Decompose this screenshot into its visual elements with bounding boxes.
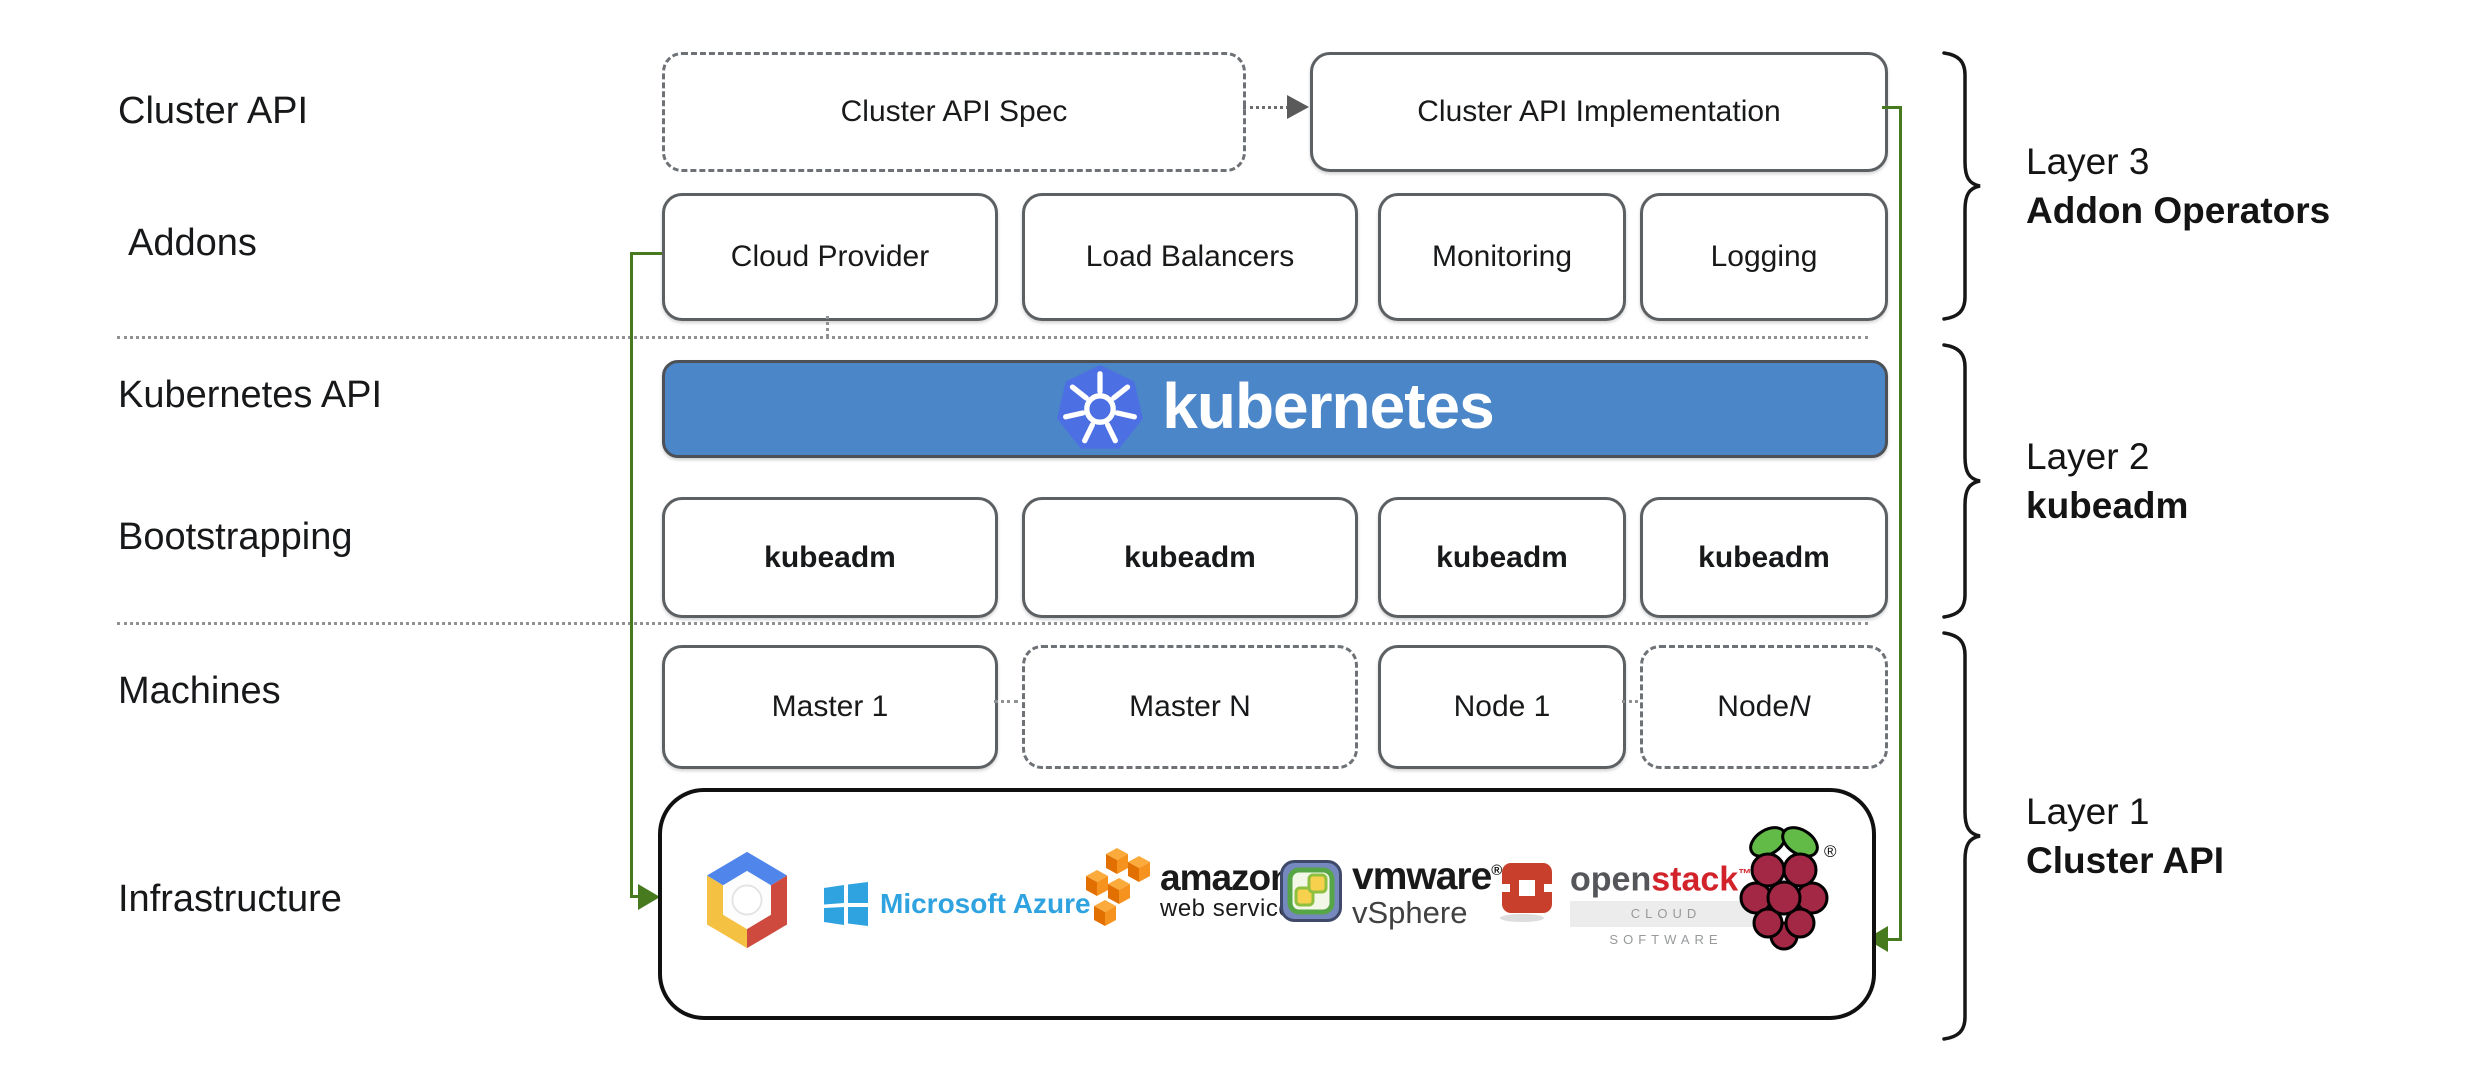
layer-3-annotation: Layer 3 Addon Operators <box>2026 137 2330 235</box>
separator-layer3-layer2 <box>117 336 1868 339</box>
kubernetes-wordmark: kubernetes <box>1162 370 1494 442</box>
green-connector-left-vertical <box>630 252 633 898</box>
aws-logo: amazon web services <box>1086 848 1305 932</box>
microsoft-azure-logo: Microsoft Azure <box>824 882 1091 926</box>
vmware-label: vmware <box>1352 855 1492 898</box>
green-connector-right-bottom <box>1888 938 1902 941</box>
vmware-vsphere-logo: vmware® vSphere <box>1280 852 1502 930</box>
green-connector-right-stub <box>1882 106 1902 109</box>
spec-to-impl-arrowhead <box>1287 95 1309 119</box>
cloud-provider-to-kubernetes-connector <box>826 316 829 337</box>
cluster-api-spec-box: Cluster API Spec <box>662 52 1246 172</box>
layer-1-subtitle: Cluster API <box>2026 840 2225 881</box>
addon-box-logging: Logging <box>1640 193 1888 321</box>
openstack-label-stack: stack <box>1651 860 1739 899</box>
machine-label: Node 1 <box>1453 690 1551 723</box>
microsoft-window-icon <box>824 882 868 926</box>
vmware-reg-mark: ® <box>1491 862 1502 879</box>
layer-1-annotation: Layer 1 Cluster API <box>2026 787 2224 885</box>
layer-3-bracket <box>1942 51 1981 321</box>
kubeadm-box-1: kubeadm <box>662 497 998 618</box>
row-label-bootstrapping: Bootstrapping <box>118 516 353 558</box>
google-cloud-logo <box>700 850 794 950</box>
machine-label: Master 1 <box>771 690 889 723</box>
cluster-api-implementation-box: Cluster API Implementation <box>1310 52 1888 172</box>
layer-3-subtitle: Addon Operators <box>2026 190 2331 231</box>
master1-to-masterN-connector <box>994 700 1018 703</box>
addon-box-load-balancers: Load Balancers <box>1022 193 1358 321</box>
machine-box-node-1: Node 1 <box>1378 645 1626 769</box>
aws-cubes-icon <box>1086 848 1150 926</box>
layer-2-title: Layer 2 <box>2026 436 2150 477</box>
node1-to-nodeN-connector <box>1622 700 1638 703</box>
openstack-sublabel: CLOUD SOFTWARE <box>1570 901 1762 947</box>
machine-label-suffix: N <box>1789 690 1811 723</box>
row-label-infrastructure: Infrastructure <box>118 878 342 920</box>
kubeadm-box-3: kubeadm <box>1378 497 1626 618</box>
vmware-icon <box>1280 860 1342 922</box>
kubernetes-banner: kubernetes <box>662 360 1888 458</box>
green-connector-left-bottom <box>630 895 642 898</box>
layer-2-annotation: Layer 2 kubeadm <box>2026 432 2188 530</box>
machine-box-node-n: Node N <box>1640 645 1888 769</box>
spec-to-impl-connector <box>1243 106 1289 109</box>
separator-layer2-layer1 <box>117 622 1868 625</box>
openstack-label-open: open <box>1570 860 1652 899</box>
kubeadm-box-2: kubeadm <box>1022 497 1358 618</box>
row-label-addons: Addons <box>128 222 257 264</box>
layer-1-bracket <box>1942 631 1981 1041</box>
green-connector-left-stub <box>630 252 662 255</box>
vsphere-sublabel: vSphere <box>1352 895 1468 930</box>
machine-label: Master N <box>1129 690 1251 723</box>
raspberry-pi-reg-mark: ® <box>1824 842 1837 861</box>
openstack-tm-mark: ™ <box>1738 866 1752 881</box>
addon-box-cloud-provider: Cloud Provider <box>662 193 998 321</box>
layer-1-title: Layer 1 <box>2026 791 2150 832</box>
openstack-icon <box>1498 862 1556 922</box>
kubernetes-logo-icon <box>1057 365 1144 449</box>
machine-label: Node <box>1717 690 1790 723</box>
row-label-machines: Machines <box>118 670 281 712</box>
addon-box-monitoring: Monitoring <box>1378 193 1626 321</box>
row-label-cluster-api: Cluster API <box>118 90 309 132</box>
layer-2-bracket <box>1942 343 1981 619</box>
layer-2-subtitle: kubeadm <box>2026 485 2189 526</box>
machine-box-master-n: Master N <box>1022 645 1358 769</box>
google-cloud-hexagon-icon <box>707 851 787 949</box>
kubeadm-box-4: kubeadm <box>1640 497 1888 618</box>
row-label-kubernetes-api: Kubernetes API <box>118 374 383 416</box>
azure-label: Microsoft Azure <box>880 888 1091 919</box>
raspberry-pi-icon <box>1739 826 1829 951</box>
green-connector-right-vertical <box>1899 106 1902 941</box>
raspberry-pi-logo <box>1732 818 1836 954</box>
aws-label: amazon <box>1160 856 1293 898</box>
machine-box-master-1: Master 1 <box>662 645 998 769</box>
green-arrowhead-left <box>638 884 660 910</box>
layer-3-title: Layer 3 <box>2026 141 2150 182</box>
openstack-logo: openstack™ CLOUD SOFTWARE <box>1498 856 1762 947</box>
